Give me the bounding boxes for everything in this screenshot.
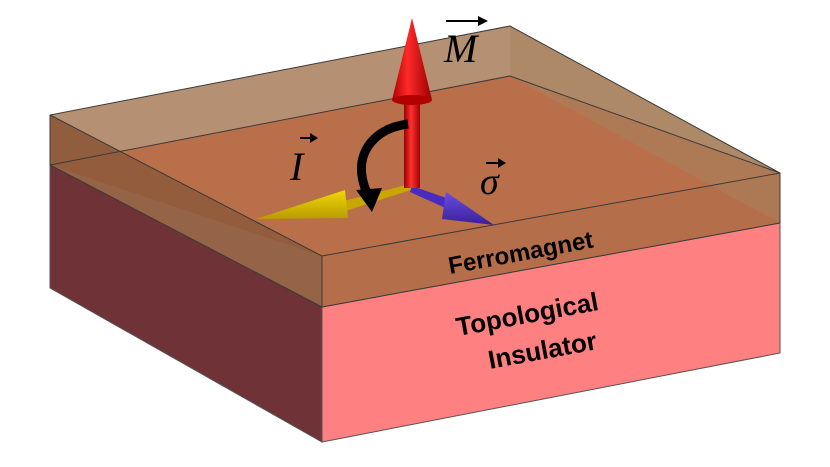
magnetization-label: M <box>443 16 488 71</box>
vector-labels: M I σ <box>289 16 506 203</box>
spin-label: σ <box>480 158 506 203</box>
current-label: I <box>289 133 318 189</box>
rotation-arrow <box>356 119 409 212</box>
magnetization-symbol: M <box>443 26 480 71</box>
spin-arrow <box>410 186 494 225</box>
ferromagnet-left-face <box>50 115 322 307</box>
vector-arrows <box>256 18 494 225</box>
spin-symbol: σ <box>480 161 500 203</box>
current-symbol: I <box>289 144 305 189</box>
magnetization-arrow <box>392 18 432 188</box>
ferromagnet-front-face <box>322 173 780 307</box>
